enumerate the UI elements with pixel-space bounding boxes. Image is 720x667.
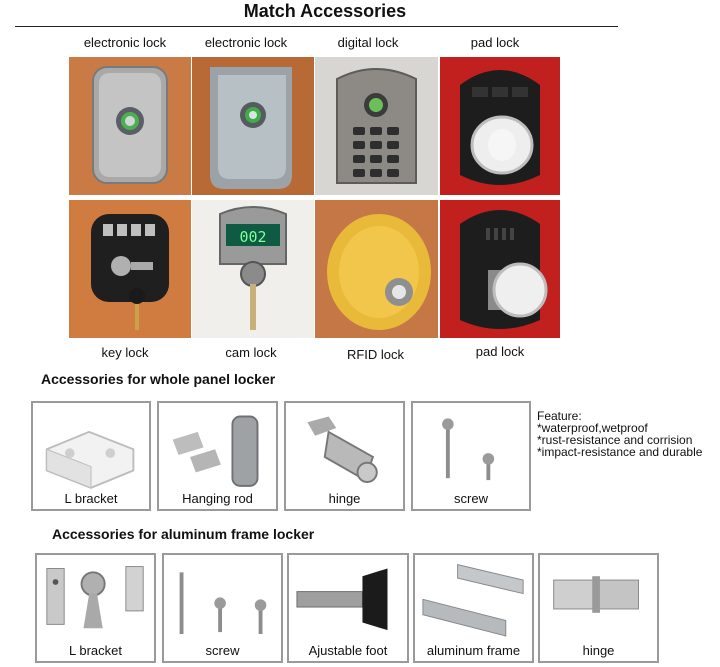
lock-label-rfid: RFID lock [346,347,405,362]
aluminum-l-bracket-caption: L bracket [69,643,122,658]
lock-label-pad-2: pad lock [475,344,525,359]
panel-screw-caption: screw [454,491,488,506]
hanging-rod-illustration [172,415,259,487]
lock-label-cam: cam lock [225,345,277,360]
l-bracket-illustration [45,430,135,489]
digital-lock-photo [315,57,438,195]
aluminum-hinge-card: hinge [538,553,659,663]
aluminum-section-heading: Accessories for aluminum frame locker [52,526,315,542]
panel-hanging-rod-card: Hanging rod [157,401,278,511]
lock-label-key: key lock [101,345,149,360]
hinge-illustration [307,416,378,483]
lock-label-electronic-1: electronic lock [83,35,167,50]
panel-section-heading: Accessories for whole panel locker [41,371,276,387]
electronic-lock-photo-1 [69,57,191,195]
cam-lock-photo [192,200,314,338]
title-divider [15,26,618,27]
panel-hinge-card: hinge [284,401,405,511]
electronic-lock-photo-2 [192,57,314,195]
lock-label-digital: digital lock [337,35,399,50]
screw-illustration [442,418,495,481]
pad-lock-photo-1 [440,57,560,195]
pad-lock-photo-2 [440,200,560,338]
page-title: Match Accessories [243,1,407,21]
aluminum-l-bracket-card: L bracket [35,553,156,663]
aluminum-l-bracket-illustration [46,566,144,629]
panel-l-bracket-caption: L bracket [64,491,118,506]
feature-list: *waterproof,wetproof *rust-resistance an… [537,421,703,459]
aluminum-frame-card: aluminum frame [413,553,534,663]
aluminum-hinge-caption: hinge [582,643,615,658]
aluminum-screw-illustration [179,572,267,635]
adjustable-foot-caption: Ajustable foot [308,643,388,658]
aluminum-hinge-illustration [553,576,639,613]
panel-screw-card: screw [411,401,531,511]
aluminum-screw-card: screw [162,553,283,663]
panel-hanging-rod-caption: Hanging rod [182,491,253,506]
adjustable-foot-card: Ajustable foot [287,553,409,663]
aluminum-screw-caption: screw [205,643,240,658]
lock-label-pad-1: pad lock [470,35,520,50]
aluminum-frame-illustration [422,564,524,637]
adjustable-foot-illustration [296,568,388,631]
feature-title: Feature: [537,409,582,423]
rfid-lock-photo [315,200,438,338]
key-lock-photo [69,200,191,338]
cam-lock-display-number: 002 [239,228,267,246]
aluminum-frame-caption: aluminum frame [426,643,521,658]
panel-hinge-caption: hinge [328,491,361,506]
panel-l-bracket-card: L bracket [31,401,151,511]
lock-label-electronic-2: electronic lock [204,35,288,50]
